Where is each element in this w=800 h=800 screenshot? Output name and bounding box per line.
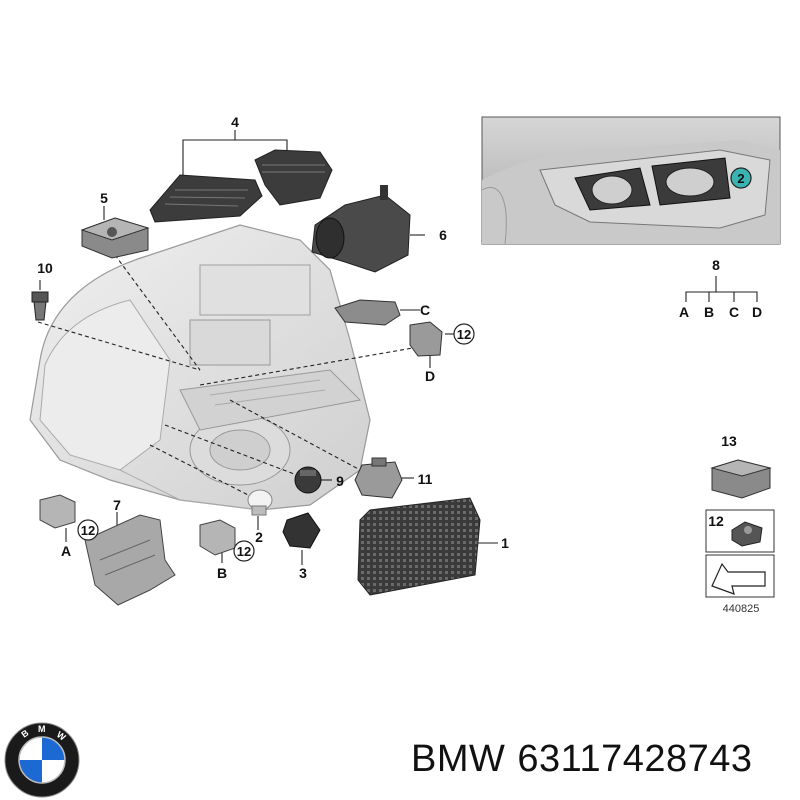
callout-5: 5: [100, 190, 108, 206]
callout-4: 4: [231, 114, 239, 130]
part-d-bracket: [409, 321, 443, 357]
key8-letter-a: A: [679, 304, 689, 320]
callout-1: 1: [501, 535, 509, 551]
part-7-bracket: [84, 514, 176, 606]
part-12-box: [705, 509, 775, 553]
callout-11: 11: [418, 471, 433, 487]
brand-name: BMW: [411, 738, 506, 780]
reference-number: 440825: [723, 603, 760, 615]
headlight-housing: [29, 224, 371, 511]
key8-letter-d: D: [752, 304, 762, 320]
part-3-cap: [282, 512, 321, 549]
callout-12-d: 12: [453, 323, 475, 345]
part-number: 63117428743: [517, 738, 753, 780]
svg-text:B: B: [19, 727, 30, 739]
part-b-module: [199, 519, 236, 556]
part-11-motor: [354, 457, 403, 499]
callout-6: 6: [439, 227, 447, 243]
callout-9: 9: [336, 473, 344, 489]
svg-text:12: 12: [81, 523, 95, 538]
callout-12-b: 12: [233, 540, 255, 562]
callout-2: 2: [255, 529, 263, 545]
callout-12-a: 12: [77, 519, 99, 541]
letter-a: A: [61, 543, 71, 559]
callout-13: 13: [721, 433, 737, 449]
part-9-cap: [294, 466, 322, 494]
arrow-legend-box: [705, 554, 775, 598]
part-a-module: [39, 494, 76, 529]
bmw-logo: B M W: [4, 722, 80, 798]
svg-text:2: 2: [737, 171, 744, 186]
part-5-module: [80, 217, 150, 259]
svg-text:12: 12: [457, 327, 471, 342]
svg-text:M: M: [38, 724, 46, 734]
part-12-label: 12: [708, 513, 724, 529]
callout-8: 8: [712, 257, 720, 273]
vehicle-inset: [481, 116, 781, 245]
brand-part-number: BMW 63117428743: [411, 738, 765, 781]
callout-7: 7: [113, 497, 121, 513]
letter-d: D: [425, 368, 435, 384]
part-4-covers: [149, 149, 333, 223]
part-c-bracket: [334, 299, 401, 326]
part-10-clip: [31, 291, 49, 321]
letter-c: C: [420, 302, 430, 318]
letter-b: B: [217, 565, 227, 581]
svg-text:12: 12: [237, 544, 251, 559]
part-1-led-module: [357, 497, 481, 596]
key8-letter-c: C: [729, 304, 739, 320]
inset-callout-2: 2: [730, 167, 752, 189]
key8-letter-b: B: [704, 304, 714, 320]
part-2-bulb: [247, 489, 273, 516]
part-13-box: [710, 459, 772, 499]
callout-3: 3: [299, 565, 307, 581]
callout-10: 10: [37, 260, 53, 276]
part-6-projector: [311, 185, 411, 273]
